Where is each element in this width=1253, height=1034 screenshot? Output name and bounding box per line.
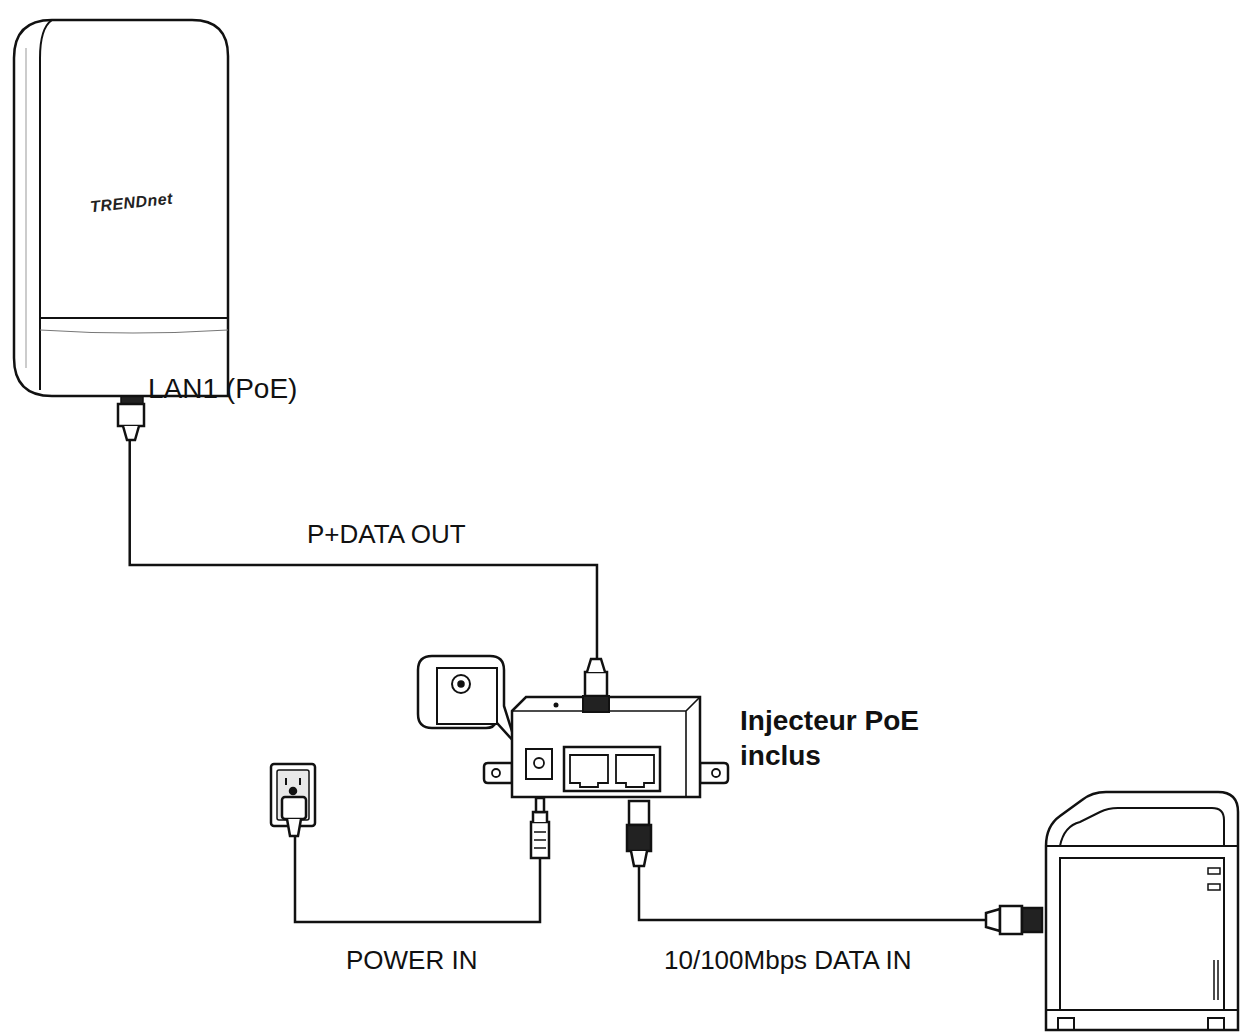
cable-label: 10/100Mbps DATA IN (664, 946, 912, 975)
ethernet-cable (130, 398, 597, 697)
access-point: TRENDnet (12, 18, 230, 398)
cable-label: POWER IN (346, 946, 477, 975)
data-cable (639, 866, 986, 920)
port-label: LAN1 (PoE) (148, 374, 297, 405)
rj45-plug (986, 906, 1042, 934)
jack-callout (418, 656, 516, 744)
power-cable (295, 836, 540, 922)
injector-housing (512, 697, 700, 797)
dc-plug (531, 798, 549, 858)
rj45-plug (627, 801, 651, 866)
computer-tower (1046, 792, 1238, 1030)
wall-outlet (271, 764, 315, 836)
device-label: Injecteur PoE inclus (740, 703, 955, 773)
poe-injector: Injecteur PoE inclus (512, 697, 700, 797)
cable-label: P+DATA OUT (303, 520, 470, 549)
